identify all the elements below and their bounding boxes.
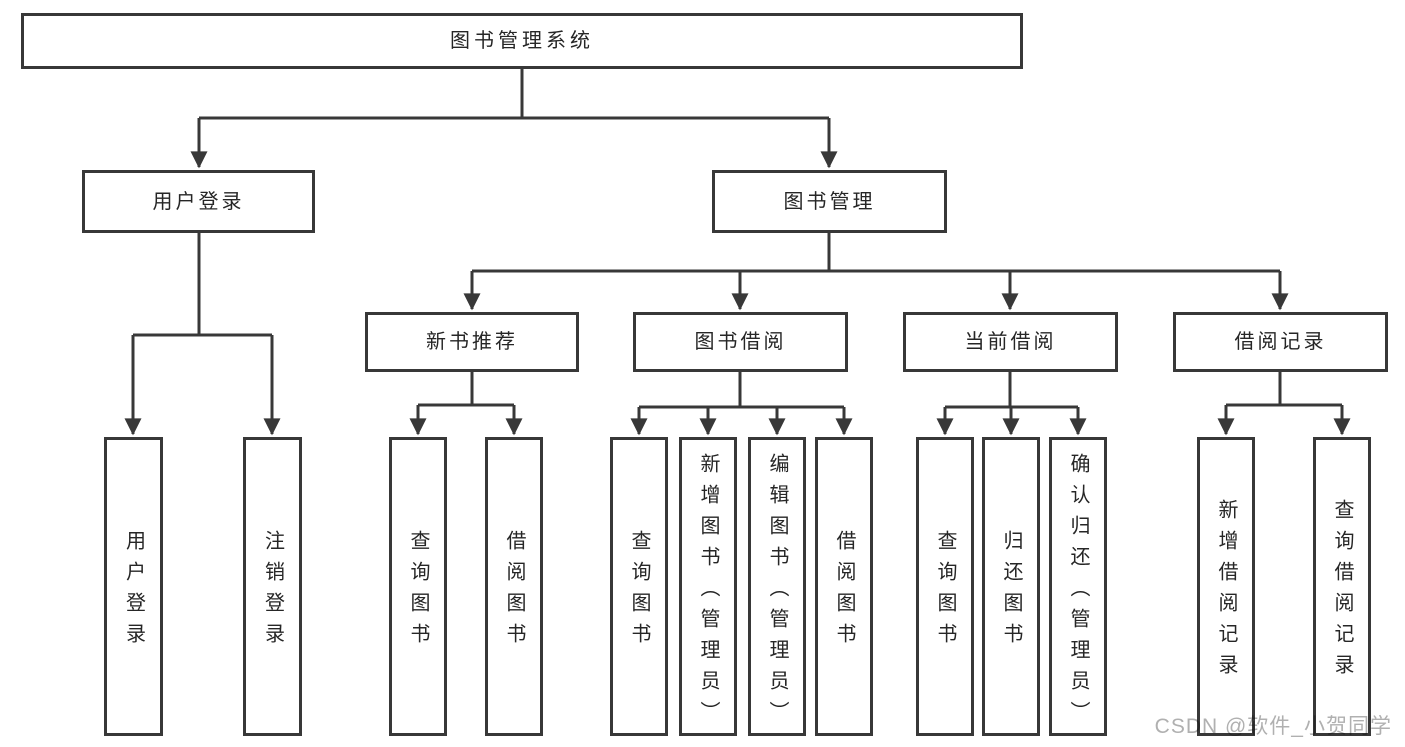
leaf-borrow-books-recommend: 借阅图书 (485, 437, 543, 736)
leaf-add-borrow-record: 新增借阅记录 (1197, 437, 1255, 736)
leaf-edit-book-admin: 编辑图书（管理员） (748, 437, 806, 736)
leaf-add-book-admin: 新增图书（管理员） (679, 437, 737, 736)
leaf-query-borrow-record: 查询借阅记录 (1313, 437, 1371, 736)
node-book-management: 图书管理 (712, 170, 947, 233)
node-user-login: 用户登录 (82, 170, 315, 233)
node-new-book-recommendation: 新书推荐 (365, 312, 579, 372)
leaf-query-books-current: 查询图书 (916, 437, 974, 736)
watermark-text: CSDN @软件_小贺同学 (1154, 715, 1392, 738)
leaf-return-book: 归还图书 (982, 437, 1040, 736)
leaf-borrow-books-borrowing: 借阅图书 (815, 437, 873, 736)
leaf-user-login: 用户登录 (104, 437, 163, 736)
leaf-query-books-borrowing: 查询图书 (610, 437, 668, 736)
node-current-borrowing: 当前借阅 (903, 312, 1118, 372)
node-root-library-system: 图书管理系统 (21, 13, 1023, 69)
leaf-query-books-recommend: 查询图书 (389, 437, 447, 736)
leaf-confirm-return-admin: 确认归还（管理员） (1049, 437, 1107, 736)
node-borrowing-records: 借阅记录 (1173, 312, 1388, 372)
leaf-logout: 注销登录 (243, 437, 302, 736)
node-book-borrowing: 图书借阅 (633, 312, 848, 372)
